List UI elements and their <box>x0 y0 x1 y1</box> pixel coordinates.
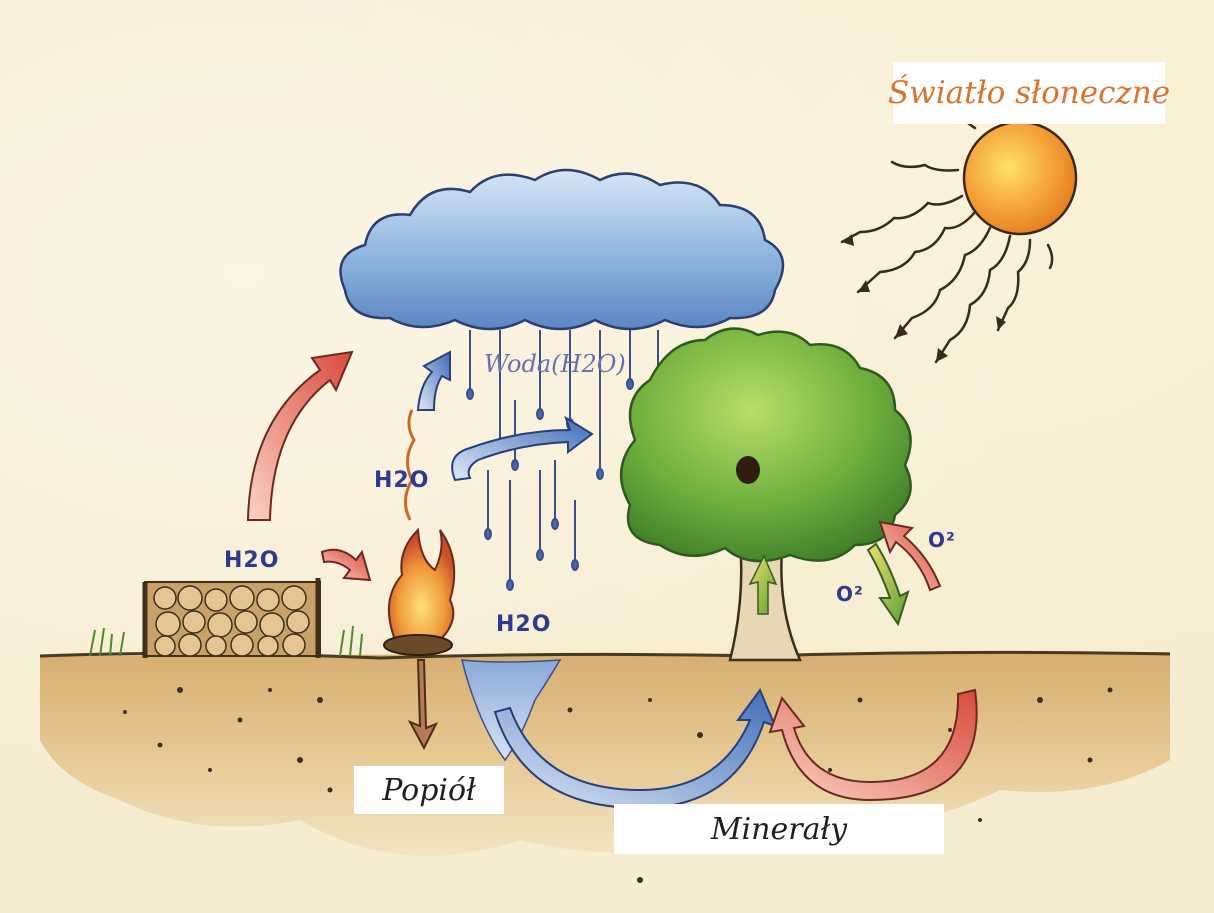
sun-icon <box>842 110 1076 362</box>
h2o-label-ground: H2O <box>496 612 551 637</box>
ash-label: Popiół <box>382 773 476 808</box>
campfire-icon <box>384 410 454 655</box>
o2-label-out: O² <box>928 528 956 552</box>
cloud <box>341 170 784 329</box>
h2o-label-fire: H2O <box>374 468 429 493</box>
tree-icon <box>621 329 911 660</box>
evaporation-arrow-red <box>248 352 352 520</box>
sunlight-label: Światło słoneczne <box>893 62 1165 124</box>
soil <box>40 652 1170 856</box>
woodpile <box>145 578 320 658</box>
minerals-label: Minerały <box>711 812 847 847</box>
steam-arrow-blue <box>418 352 450 410</box>
o2-label-in: O² <box>836 582 864 606</box>
water-label: Woda(H2O) <box>484 350 626 378</box>
o2-in-arrow <box>868 544 908 624</box>
wood-to-fire-arrow <box>322 550 370 580</box>
ash-label-box: Popiół <box>354 766 504 814</box>
minerals-label-box: Minerały <box>614 804 944 854</box>
rain-to-tree-arrow <box>452 418 592 480</box>
h2o-label-woodpile: H2O <box>224 548 279 573</box>
